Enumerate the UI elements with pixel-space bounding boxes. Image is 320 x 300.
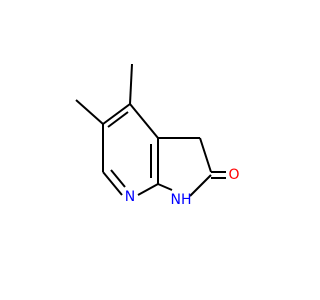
bond-c4-c5 [102,103,131,125]
bond-c6-n7-inner [110,169,126,188]
oxygen-label: O [228,167,239,183]
bond-lines [75,63,226,197]
nh-label: NH [171,192,192,208]
atom-labels: N NH O [125,167,240,208]
bond-methyl-top [129,63,133,105]
bond-c2-n1 [189,174,212,197]
bond-n7-c7a [137,183,159,196]
bond-n1-c7a [157,183,173,191]
bond-methyl-left [75,99,104,125]
bond-c4-c3a [129,103,159,139]
bond-c4-c5-inner [107,111,129,128]
bond-c3-c2 [199,137,212,173]
molecule-canvas: N NH O [75,63,240,208]
bond-c6-n7 [102,171,123,196]
ring-nitrogen-label: N [125,189,135,205]
molecule-structure: N NH O [75,63,240,208]
